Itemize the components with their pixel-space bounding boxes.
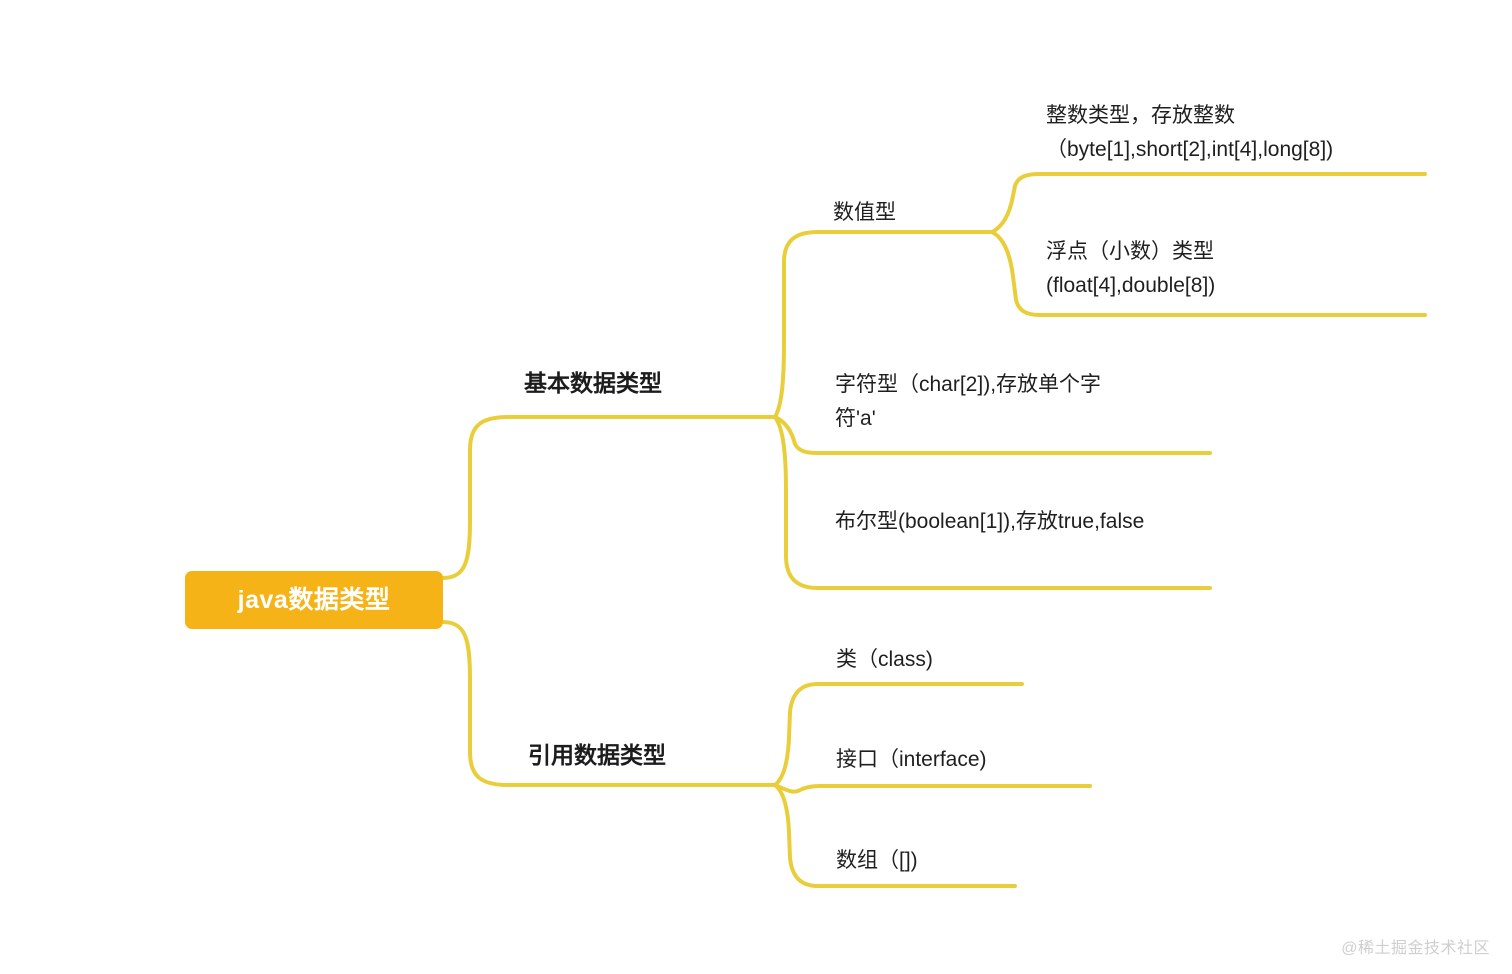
- root-node[interactable]: java数据类型: [185, 571, 443, 629]
- branch-label-primitive[interactable]: 基本数据类型: [524, 370, 662, 396]
- node-label-class[interactable]: 类（class): [836, 648, 933, 671]
- node-label-boolean[interactable]: 布尔型(boolean[1]),存放true,false: [835, 510, 1145, 533]
- edge-numeric-to-integer: [990, 172, 1427, 234]
- watermark: @稀土掘金技术社区: [1341, 940, 1490, 957]
- node-label-integer[interactable]: 整数类型，存放整数（byte[1],short[2],int[4],long[8…: [1046, 104, 1334, 162]
- node-label-char[interactable]: 字符型（char[2]),存放单个字符'a': [835, 373, 1102, 431]
- root-node-label: java数据类型: [237, 585, 391, 614]
- edge-primitive-to-boolean: [773, 415, 1212, 590]
- node-label-numeric[interactable]: 数值型: [833, 201, 896, 224]
- branch-label-reference[interactable]: 引用数据类型: [528, 742, 666, 768]
- edge-root-to-primitive: [441, 415, 777, 580]
- edge-reference-to-interface: [773, 783, 1092, 794]
- node-label-float[interactable]: 浮点（小数）类型(float[4],double[8]): [1046, 240, 1216, 298]
- node-label-array[interactable]: 数组（[]): [836, 849, 918, 872]
- node-label-interface[interactable]: 接口（interface): [836, 748, 987, 771]
